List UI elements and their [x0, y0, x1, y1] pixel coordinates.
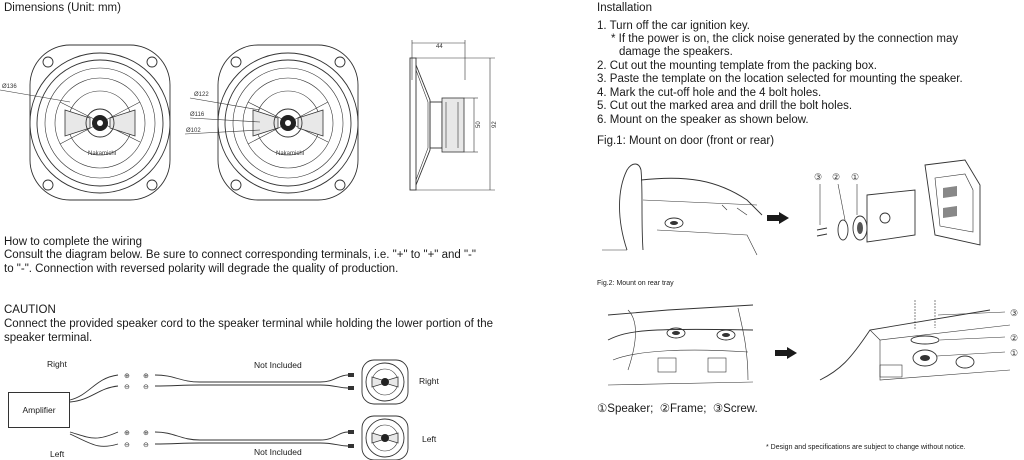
dim-136-label: Ø136 [2, 84, 17, 90]
term-minus-2: ⊖ [124, 442, 130, 449]
term-minus-1: ⊖ [124, 384, 130, 391]
dimensions-title: Dimensions (Unit: mm) [4, 2, 121, 14]
speaker-left-label: Left [422, 434, 437, 444]
term-plus-4: ⊕ [143, 430, 149, 437]
wiring-body: Consult the diagram below. Be sure to co… [4, 249, 476, 275]
fig1-exploded-drawing: ③ ② ① [814, 159, 981, 246]
brand-label-2: Nakamichi [276, 151, 304, 157]
step-3: 3. Paste the template on the location se… [597, 73, 963, 85]
dim-122-label: Ø122 [194, 92, 209, 98]
step-1-note: * If the power is on, the click noise ge… [611, 33, 959, 45]
caution-title: CAUTION [4, 304, 56, 316]
speaker-side-drawing: 44 50 92 [409, 40, 498, 191]
fig1-num-3: ③ [814, 172, 822, 182]
dim-92-label: 92 [492, 121, 498, 128]
left-label-bottom: Left [50, 449, 65, 459]
caution-body: Connect the provided speaker cord to the… [4, 318, 494, 344]
dim-44-label: 44 [436, 44, 443, 50]
brand-label-1: Nakamichi [88, 151, 116, 157]
fig2-caption: Fig.2: Mount on rear tray [597, 280, 674, 287]
fig2-num-2: ② [1010, 333, 1018, 343]
step-5: 5. Cut out the marked area and drill the… [597, 100, 853, 112]
fig2-rear-tray-drawing [607, 304, 754, 386]
step-2: 2. Cut out the mounting template from th… [597, 60, 877, 72]
not-included-label-2: Not Included [254, 447, 302, 457]
speaker-front-drawing-2: Ø122 Ø116 Ø102 Nakamichi [184, 44, 359, 201]
term-plus-1: ⊕ [124, 373, 130, 380]
installation-title: Installation [597, 2, 652, 14]
fig1-caption: Fig.1: Mount on door (front or rear) [597, 135, 775, 147]
amplifier-box: Amplifier [8, 392, 70, 428]
dim-116-label: Ø116 [190, 112, 205, 118]
dim-102-label: Ø102 [186, 128, 201, 134]
arrow-1 [767, 212, 789, 224]
step-1-note-cont: damage the speakers. [619, 46, 733, 58]
step-6: 6. Mount on the speaker as shown below. [597, 114, 809, 126]
step-1: 1. Turn off the car ignition key. [597, 20, 750, 32]
amplifier-label: Amplifier [22, 405, 56, 415]
fig1-num-1: ① [851, 172, 859, 182]
fig2-num-3: ③ [1010, 308, 1018, 318]
speaker-front-drawing-1: Ø136 Nakamichi [0, 44, 171, 201]
speaker-right-label: Right [419, 376, 439, 386]
step-4: 4. Mark the cut-off hole and the 4 bolt … [597, 87, 822, 99]
term-minus-3: ⊖ [143, 384, 149, 391]
fig2-num-1: ① [1010, 348, 1018, 358]
arrow-2 [775, 347, 797, 359]
term-plus-3: ⊕ [143, 373, 149, 380]
wiring-diagram: ⊕ ⊖ ⊕ ⊖ ⊕ ⊖ ⊕ ⊖ [69, 359, 409, 460]
fig2-exploded-drawing: ③ ② ① [819, 300, 1018, 381]
right-label-top: Right [47, 359, 67, 369]
term-plus-2: ⊕ [124, 430, 130, 437]
not-included-label-1: Not Included [254, 360, 302, 370]
parts-legend: ①Speaker; ②Frame; ③Screw. [597, 403, 758, 415]
disclaimer-note: * Design and specifications are subject … [766, 444, 966, 451]
wiring-title: How to complete the wiring [4, 236, 143, 248]
fig1-car-door-drawing [602, 163, 763, 256]
fig1-num-2: ② [832, 172, 840, 182]
dim-50-label: 50 [476, 121, 482, 128]
term-minus-4: ⊖ [143, 442, 149, 449]
